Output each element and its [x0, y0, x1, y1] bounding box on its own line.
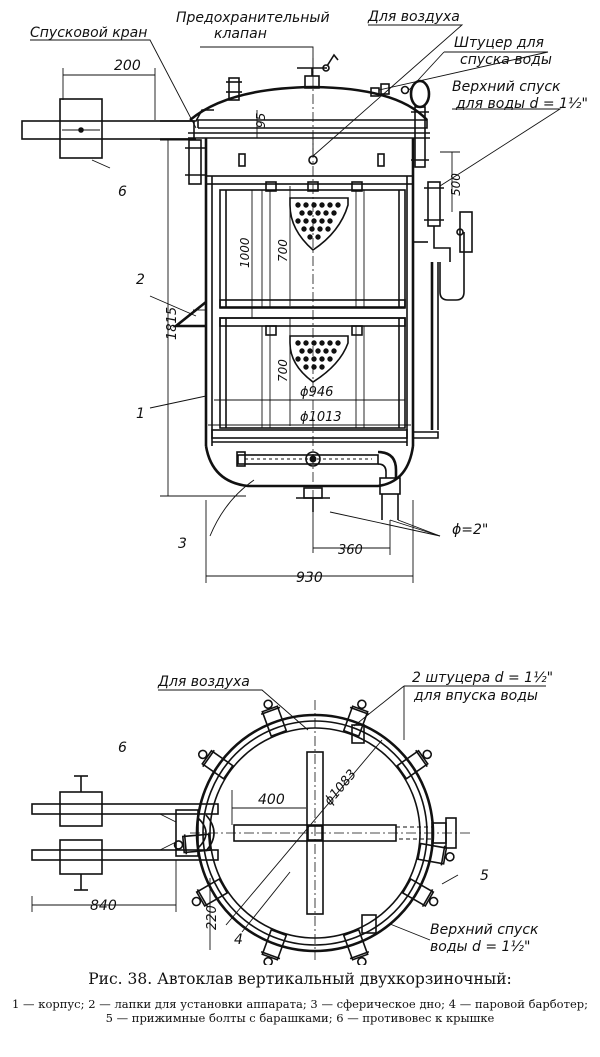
lid-dome [189, 85, 428, 121]
caption-legend: 1 — корпус; 2 — лапки для установки аппа… [12, 997, 588, 1025]
left-clamp-bolt [185, 139, 205, 185]
label-for-air-plan: Для воздуха [157, 674, 250, 690]
label-fitting-1: Штуцер для [454, 35, 544, 51]
callout-4: 4 [234, 932, 243, 948]
label-for-air-top: Для воздуха [367, 9, 460, 25]
dim-840: 840 [90, 898, 117, 914]
callout-2: 2 [136, 272, 145, 288]
counterweight-arm [21, 98, 214, 159]
lower-basket [211, 317, 408, 443]
plan-leaders [158, 685, 546, 941]
dim-700-lower: 700 [276, 359, 290, 382]
label-fittings-1: 2 штуцера d = 1½" [412, 670, 553, 686]
vessel-body [204, 138, 415, 488]
dim-700-upper: 700 [276, 239, 290, 262]
dim-200: 200 [114, 58, 141, 74]
elevation-dimensions [62, 68, 460, 583]
plan-dimensions [32, 739, 383, 950]
dim-95: 95 [254, 113, 268, 128]
dim-946: ϕ946 [300, 385, 333, 400]
lifting-eye [400, 51, 445, 168]
dim-360: 360 [338, 543, 363, 558]
figure-caption: Рис. 38. Автоклав вертикальный двухкорзи… [0, 970, 600, 1025]
callout-6-plan: 6 [118, 740, 127, 756]
plan-counterweight [31, 775, 219, 912]
elevation-view: Предохранительный клапан Для воздуха Спу… [21, 9, 588, 586]
dim-500: 500 [449, 173, 463, 196]
plan-view: Для воздуха 2 штуцера d = 1½" для впуска… [31, 670, 553, 965]
dim-1000: 1000 [238, 237, 252, 268]
label-fittings-2: для впуска воды [413, 688, 538, 704]
label-upper-drain-2: для воды d = 1½" [455, 96, 588, 112]
callout-1: 1 [136, 406, 145, 422]
label-upper-drain-1: Верхний спуск [452, 79, 561, 95]
plan-sparger-cross [190, 700, 470, 960]
label-plan-upper-drain-1: Верхний спуск [430, 922, 539, 938]
label-safety-valve-1: Предохранительный [176, 10, 330, 26]
upper-basket [219, 181, 406, 309]
label-drain-valve: Спусковой кран [30, 25, 147, 41]
label-plan-upper-drain-2: воды d = 1½" [430, 939, 530, 955]
side-piping [413, 181, 473, 439]
elevation-leaders [30, 24, 562, 537]
dim-1815: 1815 [165, 307, 180, 340]
steam-sparger [236, 450, 401, 495]
callout-3: 3 [178, 536, 187, 552]
autoclave-drawing: Предохранительный клапан Для воздуха Спу… [21, 9, 588, 965]
dim-1083: ϕ1083 [322, 767, 360, 809]
label-fitting-2: спуска воды [460, 52, 552, 68]
dim-220: 220 [205, 905, 220, 930]
air-fitting [226, 77, 242, 101]
callout-5: 5 [480, 868, 489, 884]
dim-phi-2: ϕ=2" [452, 522, 488, 538]
callout-6-top: 6 [118, 184, 127, 200]
dim-1013: ϕ1013 [300, 410, 342, 425]
label-safety-valve-2: клапан [214, 26, 267, 42]
safety-valve [297, 53, 339, 89]
caption-title: Рис. 38. Автоклав вертикальный двухкорзи… [88, 970, 512, 988]
dim-930: 930 [296, 570, 323, 586]
clamp-bolts [173, 699, 455, 965]
dim-400: 400 [258, 792, 285, 808]
